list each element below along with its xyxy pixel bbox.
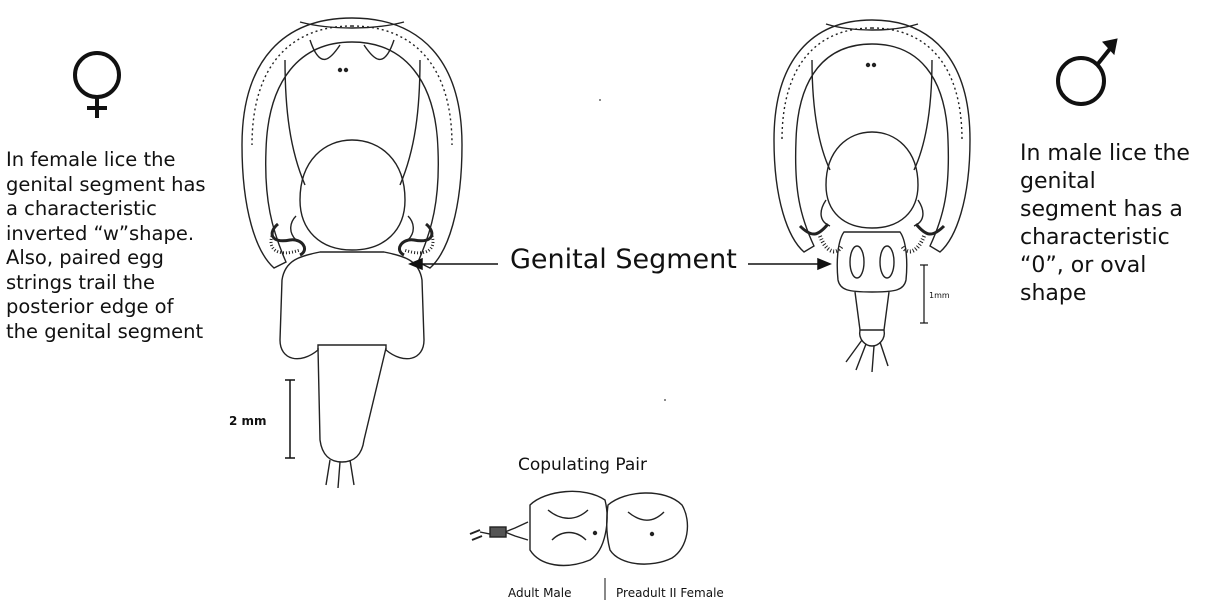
copulating-pair-drawing xyxy=(470,491,687,600)
male-description: In male lice the genital segment has a c… xyxy=(1020,140,1190,308)
female-line: the genital segment xyxy=(6,320,206,345)
female-louse-drawing xyxy=(242,18,462,488)
male-louse-drawing xyxy=(774,20,970,372)
female-description: In female lice the genital segment has a… xyxy=(6,148,206,344)
male-line: segment has a xyxy=(1020,196,1190,224)
male-line: shape xyxy=(1020,280,1190,308)
female-line: a characteristic xyxy=(6,197,206,222)
female-symbol-icon xyxy=(75,53,119,118)
female-line: posterior edge of xyxy=(6,295,206,320)
female-line: In female lice the xyxy=(6,148,206,173)
genital-segment-label: Genital Segment xyxy=(510,244,737,275)
male-symbol-icon xyxy=(1058,39,1117,104)
female-line: strings trail the xyxy=(6,271,206,296)
female-line: Also, paired egg xyxy=(6,246,206,271)
male-line: “0”, or oval xyxy=(1020,252,1190,280)
female-scale-label: 2 mm xyxy=(229,414,267,428)
right-arrow xyxy=(748,259,830,269)
male-line: In male lice the xyxy=(1020,140,1190,168)
male-line: characteristic xyxy=(1020,224,1190,252)
left-arrow xyxy=(410,259,498,269)
female-line: inverted “w”shape. xyxy=(6,222,206,247)
copulating-pair-title: Copulating Pair xyxy=(518,455,647,475)
male-line: genital xyxy=(1020,168,1190,196)
male-scale-label: 1mm xyxy=(929,291,950,300)
preadult-female-label: Preadult II Female xyxy=(616,586,724,600)
adult-male-label: Adult Male xyxy=(508,586,572,600)
female-line: genital segment has xyxy=(6,173,206,198)
